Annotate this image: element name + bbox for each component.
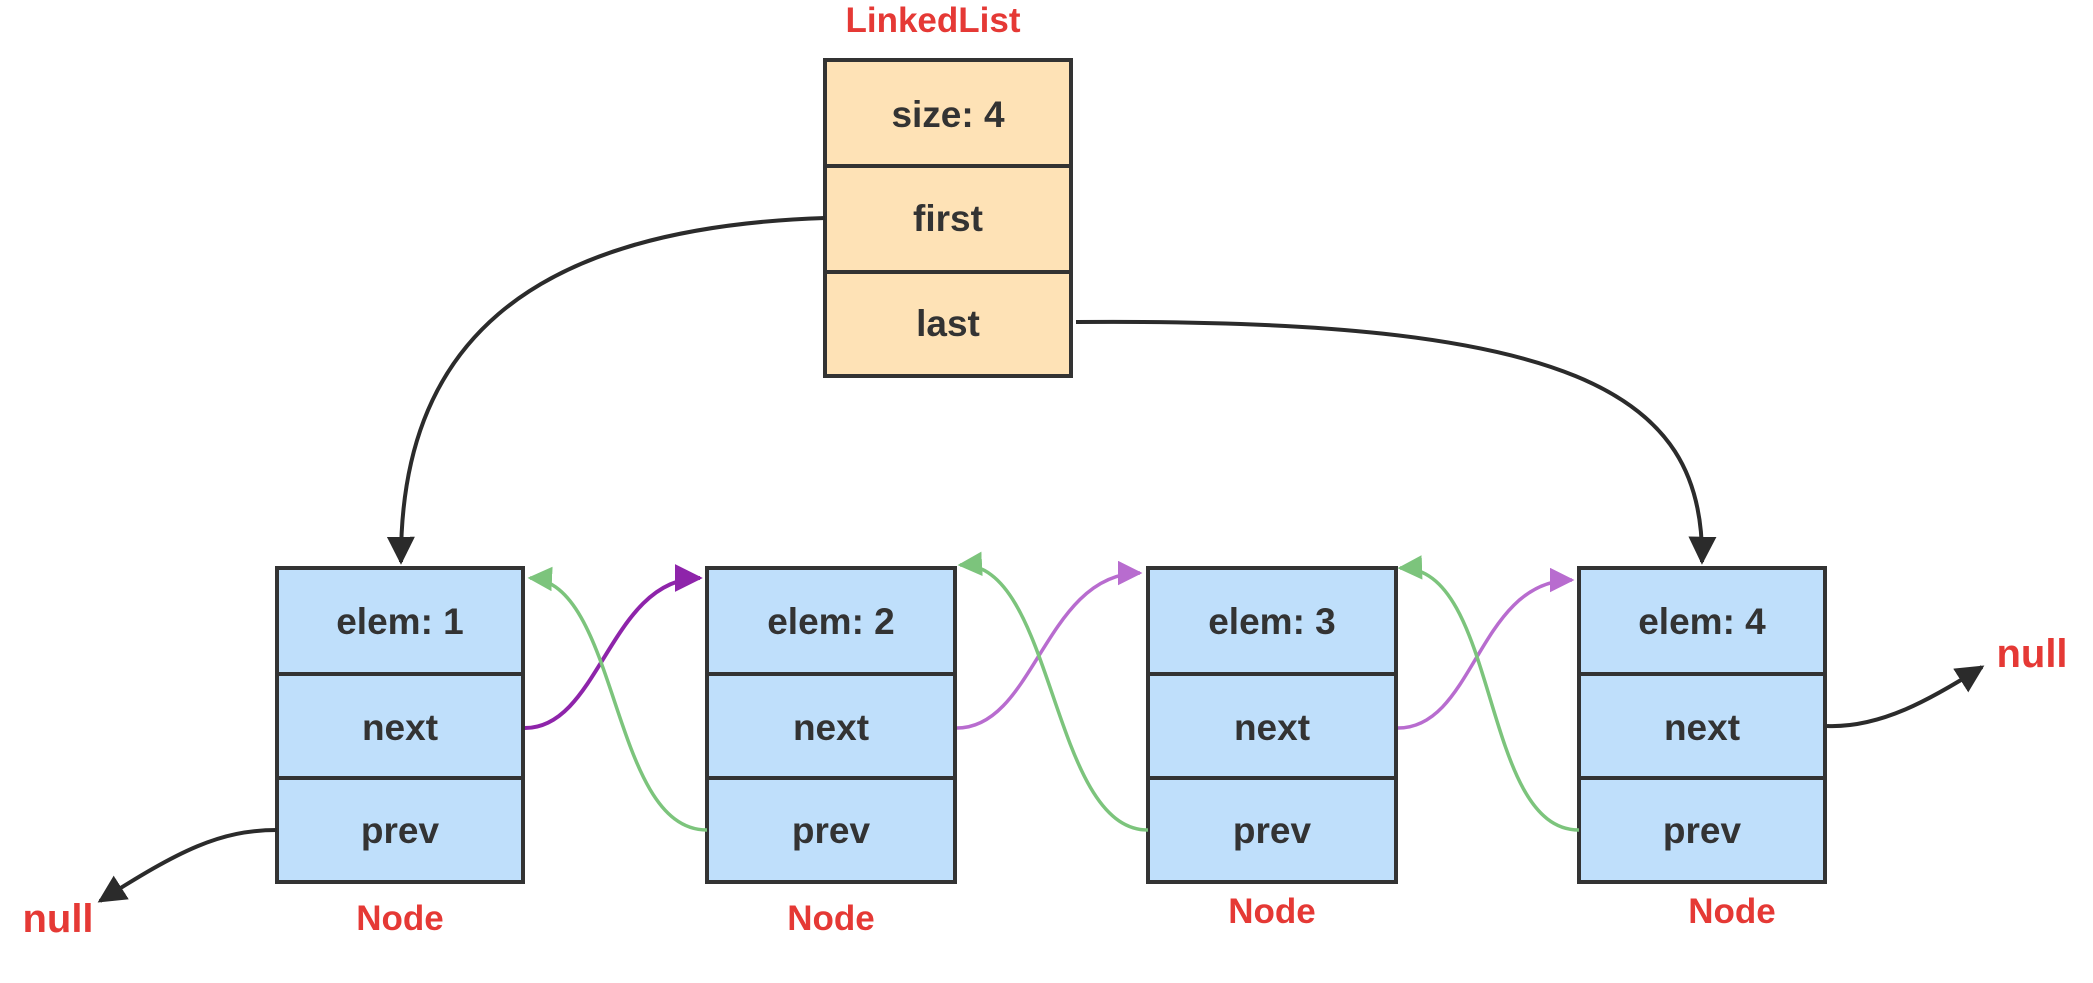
node-2: elem: 2 next prev Node — [705, 566, 957, 938]
node-2-prev-label: prev — [792, 810, 871, 851]
null-right-label: null — [1996, 632, 2067, 676]
node-3-elem-label: elem: 3 — [1208, 601, 1336, 642]
node-1-next-label: next — [362, 707, 438, 748]
node-2-elem-label: elem: 2 — [767, 601, 895, 642]
node-4-prev-cell — [1577, 776, 1827, 884]
last-pointer-arrow — [1075, 319, 1717, 565]
node-1-prev-label: prev — [361, 810, 440, 851]
node-4-next-cell — [1577, 672, 1827, 780]
prev-arrow-3-to-2 — [957, 551, 1149, 832]
prev-null-arrow — [97, 828, 278, 903]
last-field-cell — [823, 270, 1073, 378]
size-field-label: size: 4 — [891, 94, 1005, 135]
node-3-elem-cell — [1146, 566, 1398, 676]
node-4-caption: Node — [1688, 892, 1776, 931]
node-1-elem-label: elem: 1 — [336, 601, 464, 642]
next-null-arrow — [1826, 665, 1985, 729]
node-4-elem-label: elem: 4 — [1638, 601, 1766, 642]
linked-list-box: size: 4 first last — [823, 58, 1073, 378]
prev-arrow-2-to-1 — [527, 566, 708, 832]
node-4-next-label: next — [1664, 707, 1740, 748]
node-2-next-label: next — [793, 707, 869, 748]
node-1: elem: 1 next prev Node — [275, 566, 525, 938]
node-3-next-cell — [1146, 672, 1398, 780]
next-arrow-2-to-3 — [956, 560, 1143, 730]
node-3-prev-cell — [1146, 776, 1398, 884]
last-field-label: last — [916, 303, 980, 344]
node-2-next-cell — [705, 672, 957, 780]
node-3: elem: 3 next prev Node — [1146, 566, 1398, 931]
node-2-caption: Node — [787, 899, 875, 938]
node-4: elem: 4 next prev Node — [1577, 566, 1827, 931]
next-arrow-1-to-2 — [524, 564, 703, 730]
size-field-cell — [823, 58, 1073, 168]
node-4-prev-label: prev — [1663, 810, 1742, 851]
node-3-prev-label: prev — [1233, 810, 1312, 851]
prev-arrow-4-to-3 — [1397, 555, 1580, 832]
first-field-cell — [823, 164, 1073, 274]
node-3-caption: Node — [1228, 892, 1316, 931]
null-left-label: null — [22, 897, 93, 941]
node-1-elem-cell — [275, 566, 525, 676]
node-3-next-label: next — [1234, 707, 1310, 748]
first-field-label: first — [913, 198, 983, 239]
node-1-caption: Node — [356, 899, 444, 938]
linked-list-title: LinkedList — [845, 1, 1020, 40]
next-arrow-3-to-4 — [1397, 567, 1575, 730]
first-pointer-arrow — [386, 216, 826, 565]
